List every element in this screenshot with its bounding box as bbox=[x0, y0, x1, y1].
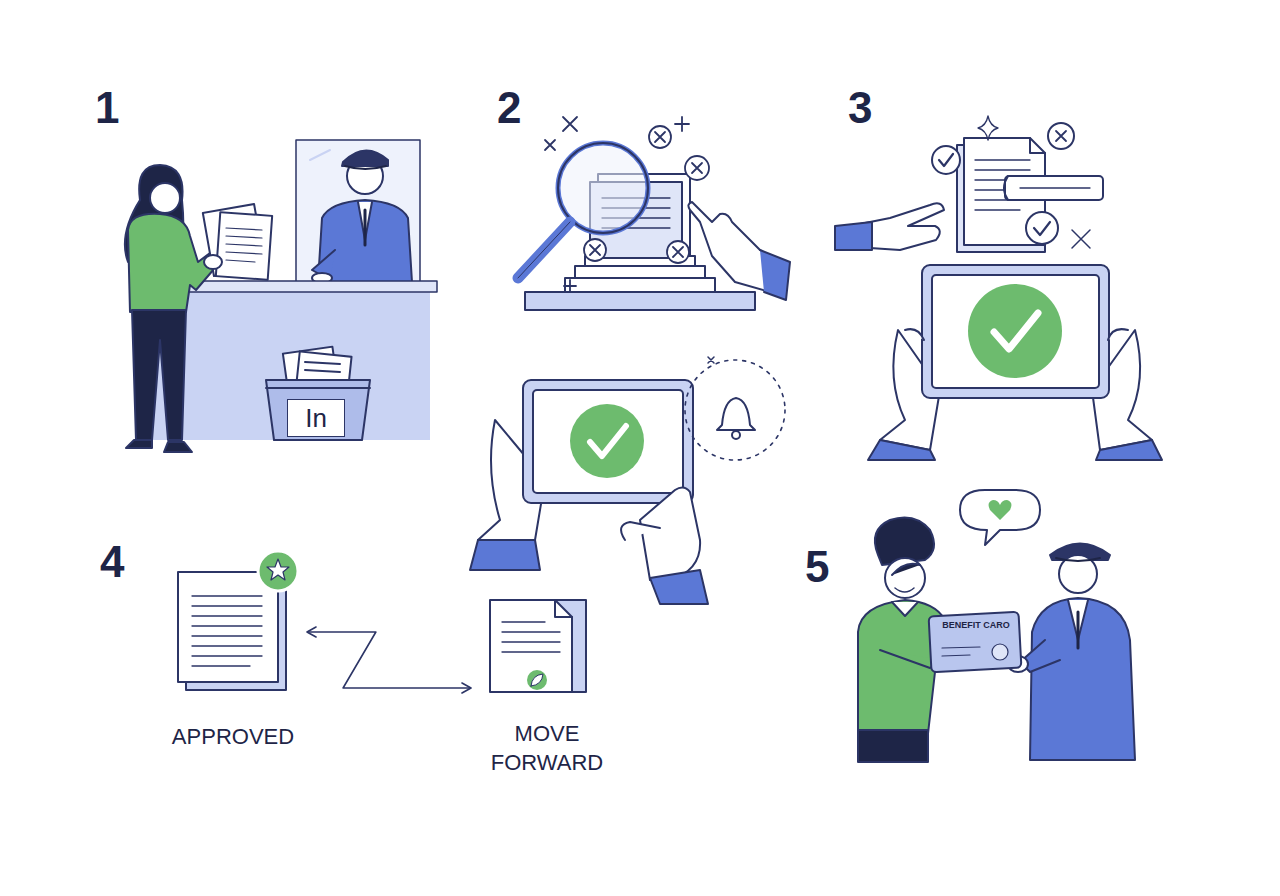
node-text: BENEFIT CARO bbox=[935, 621, 1017, 631]
officer bbox=[312, 150, 412, 283]
forward-document bbox=[490, 600, 586, 692]
glass-panel bbox=[296, 140, 420, 282]
woman-applicant bbox=[125, 165, 272, 452]
officer-giving-card bbox=[1008, 544, 1135, 761]
glass-shine bbox=[310, 150, 330, 160]
speech-heart bbox=[960, 490, 1040, 545]
step-number: 4 bbox=[100, 540, 124, 584]
inbox-basket bbox=[266, 347, 370, 440]
step-number: 3 bbox=[848, 86, 872, 130]
step-number: 2 bbox=[497, 86, 521, 130]
tablet-approved bbox=[868, 265, 1162, 460]
benefit-card-node: BENEFIT CARO bbox=[933, 616, 1019, 640]
zigzag-arrow bbox=[307, 632, 471, 688]
node-text: In bbox=[292, 402, 340, 436]
tablet-notification bbox=[470, 357, 785, 604]
desk bbox=[150, 290, 430, 440]
document-review bbox=[518, 117, 790, 310]
approved-document bbox=[178, 551, 298, 690]
step-number: 1 bbox=[95, 86, 119, 130]
node-text: APPROVED bbox=[165, 723, 301, 752]
node-text: MOVE FORWARD bbox=[477, 720, 617, 777]
basket-label: In bbox=[287, 399, 345, 437]
forward-document-node: MOVE FORWARD bbox=[477, 588, 617, 781]
document-check bbox=[835, 116, 1103, 252]
approved-document-node: APPROVED bbox=[165, 565, 301, 756]
benefit-card bbox=[929, 612, 1022, 673]
step-number: 5 bbox=[805, 545, 829, 589]
